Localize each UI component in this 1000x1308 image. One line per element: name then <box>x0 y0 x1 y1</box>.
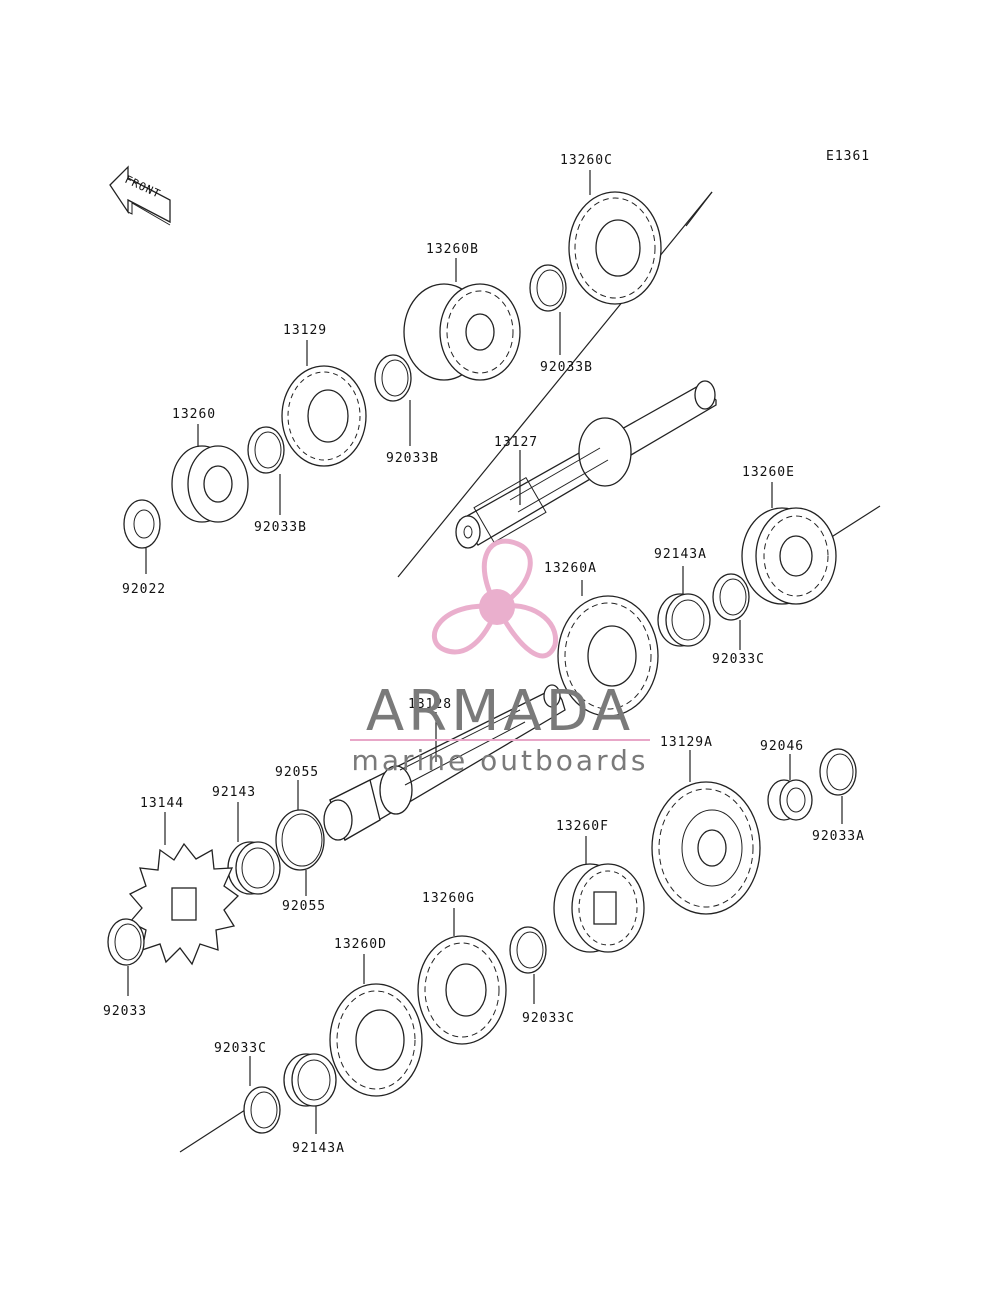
label-92143A-2: 92143A <box>292 1141 345 1156</box>
circlip-92033A[interactable] <box>819 748 857 796</box>
bush-92143A-2[interactable] <box>283 1053 337 1107</box>
label-13260: 13260 <box>172 407 216 422</box>
bearing-92046[interactable] <box>767 779 813 821</box>
shaft-13128[interactable] <box>323 684 566 841</box>
bush-92143[interactable] <box>227 841 281 895</box>
label-13260A: 13260A <box>544 561 597 576</box>
circlip-92033B-1[interactable] <box>529 264 567 312</box>
shaft-13127[interactable] <box>455 380 717 549</box>
watermark: ARMADA marine outboards <box>350 538 650 777</box>
label-13260F: 13260F <box>556 819 609 834</box>
circlip-92033B-2[interactable] <box>374 354 412 402</box>
washer-92022[interactable] <box>123 499 161 549</box>
circlip-92033B-3[interactable] <box>247 426 285 474</box>
label-92033C-3: 92033C <box>214 1041 267 1056</box>
gear-13260E[interactable] <box>741 507 837 605</box>
circlip-92033C-1[interactable] <box>712 573 750 621</box>
gear-13260A[interactable] <box>557 595 659 717</box>
label-92033B-1: 92033B <box>540 360 593 375</box>
label-92046: 92046 <box>760 739 804 754</box>
label-92143A-1: 92143A <box>654 547 707 562</box>
gear-13260G[interactable] <box>417 935 507 1045</box>
lower-axis-line <box>179 1109 246 1153</box>
label-92033C-2: 92033C <box>522 1011 575 1026</box>
label-13144: 13144 <box>140 796 184 811</box>
sprocket-13144[interactable] <box>128 842 240 966</box>
oring-92055[interactable] <box>275 809 325 871</box>
diagram-code: E1361 <box>826 149 870 164</box>
label-92033B-3: 92033B <box>254 520 307 535</box>
circlip-92033C-2[interactable] <box>509 926 547 974</box>
label-92055-1: 92055 <box>275 765 319 780</box>
label-92033C-1: 92033C <box>712 652 765 667</box>
circlip-92033[interactable] <box>107 918 145 966</box>
label-13127: 13127 <box>494 435 538 450</box>
label-13260B: 13260B <box>426 242 479 257</box>
gear-13260D[interactable] <box>329 983 423 1097</box>
bush-92143A-1[interactable] <box>657 593 711 647</box>
gear-13260B[interactable] <box>403 283 521 381</box>
label-13260E: 13260E <box>742 465 795 480</box>
gear-13260[interactable] <box>171 445 249 523</box>
gear-13129A[interactable] <box>651 781 761 915</box>
gear-13260F[interactable] <box>553 863 645 953</box>
label-92033: 92033 <box>103 1004 147 1019</box>
label-92033A: 92033A <box>812 829 865 844</box>
label-13260G: 13260G <box>422 891 475 906</box>
watermark-tagline: marine outboards <box>352 744 649 777</box>
circlip-92033C-3[interactable] <box>243 1086 281 1134</box>
watermark-brand: ARMADA <box>366 679 634 744</box>
gear-13129[interactable] <box>281 365 367 467</box>
gear-13260C[interactable] <box>568 191 662 305</box>
label-92055-2: 92055 <box>282 899 326 914</box>
front-arrow-icon: FRONT <box>109 165 171 226</box>
label-13129: 13129 <box>283 323 327 338</box>
label-13260D: 13260D <box>334 937 387 952</box>
label-92033B-2: 92033B <box>386 451 439 466</box>
label-13128: 13128 <box>408 697 452 712</box>
label-13129A: 13129A <box>660 735 713 750</box>
label-92143: 92143 <box>212 785 256 800</box>
label-92022: 92022 <box>122 582 166 597</box>
label-13260C: 13260C <box>560 153 613 168</box>
propeller-logo <box>432 538 558 659</box>
